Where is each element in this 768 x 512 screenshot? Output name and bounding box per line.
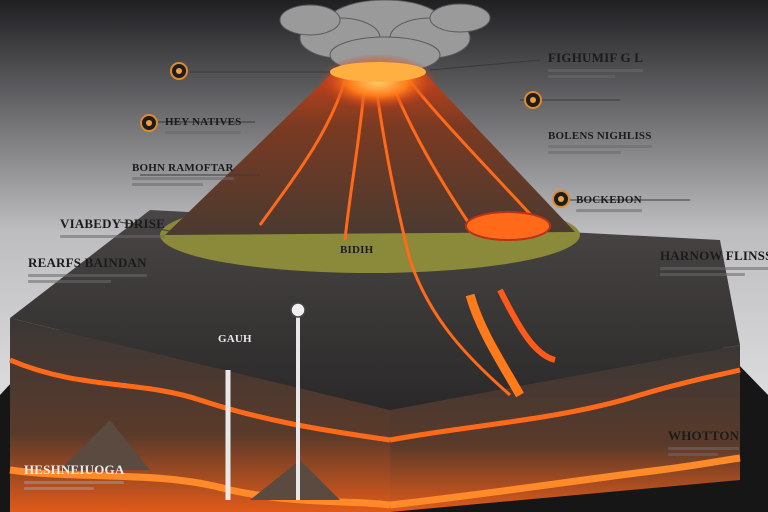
label-left-a: BOHN RAMOFTAR bbox=[132, 162, 234, 186]
label-right-base: WHOTTON bbox=[668, 428, 740, 456]
label-top-right: FIGHUMIF G L bbox=[548, 50, 644, 78]
label-upper-left: HEY NATIVES bbox=[165, 116, 242, 134]
label-center-crater: BIDIH bbox=[340, 244, 374, 256]
lava-layer-left bbox=[9, 357, 391, 443]
vent-marker bbox=[290, 302, 306, 318]
label-bottom-left: HESHNEIUOGA bbox=[24, 462, 125, 490]
marker-icon bbox=[552, 190, 570, 208]
label-upper-right: BOLENS NIGHLISS bbox=[548, 130, 652, 154]
mountain-small-2 bbox=[250, 460, 340, 500]
magma-layer-right bbox=[389, 454, 741, 509]
lava-channel bbox=[465, 293, 524, 398]
leader-lines bbox=[119, 59, 690, 233]
label-inner-left: GAUH bbox=[218, 333, 252, 345]
lava-channel-2 bbox=[497, 288, 556, 363]
crater-rim bbox=[330, 62, 426, 82]
label-left-b: VIABEDY DRISE bbox=[60, 216, 166, 238]
terrain-block-top bbox=[10, 210, 740, 410]
lava-layer-right bbox=[389, 367, 741, 443]
marker-icon bbox=[524, 91, 542, 109]
label-right-c: HARNOW FLINSSL bbox=[660, 248, 768, 276]
label-right-mid: BOCKEDON bbox=[576, 194, 642, 212]
label-left-c: REARFS BAINDAN bbox=[28, 255, 147, 283]
lava-pool bbox=[465, 211, 551, 241]
marker-icon bbox=[140, 114, 158, 132]
marker-icon bbox=[170, 62, 188, 80]
volcano-cone bbox=[165, 68, 575, 235]
mountain-small-1 bbox=[60, 420, 150, 470]
